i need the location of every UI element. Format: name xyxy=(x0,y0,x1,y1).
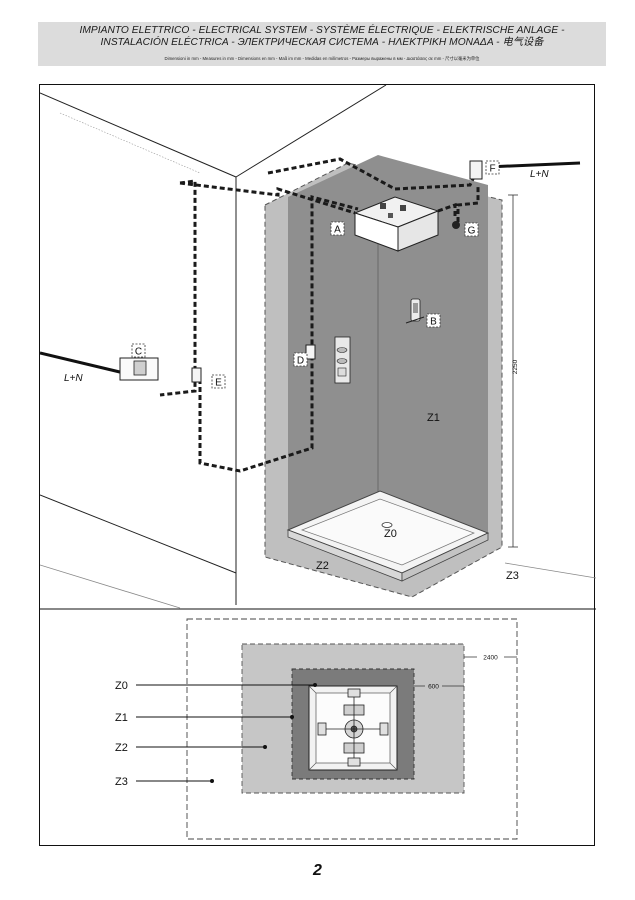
power-line-left xyxy=(39,351,125,375)
callout-a: A xyxy=(330,221,345,236)
power-label-right: L+N xyxy=(530,169,549,180)
switch-d xyxy=(305,344,316,360)
power-line-right xyxy=(486,161,581,169)
power-label-left: L+N xyxy=(64,373,83,384)
zone1-label-3d: Z1 xyxy=(427,412,440,424)
title-header: IMPIANTO ELETTRICO - ELECTRICAL SYSTEM -… xyxy=(38,22,606,66)
electrical-diagram: 2250 L+N L+N xyxy=(39,84,597,840)
zone3-plan xyxy=(186,618,518,840)
label-g: G xyxy=(468,226,476,237)
valve-g xyxy=(452,221,460,229)
wire-g xyxy=(456,185,480,222)
plan-view: 2400 600 Z0 Z1 Z2 Z3 xyxy=(115,618,518,840)
label-c: C xyxy=(135,347,142,358)
wire-e xyxy=(198,195,359,473)
right-floor-edge xyxy=(504,562,597,579)
zone1-area xyxy=(288,155,488,575)
shower-fittings-plan xyxy=(317,688,389,767)
drain-icon xyxy=(381,522,393,528)
left-wall-outline xyxy=(39,92,237,574)
outlet-f xyxy=(469,160,483,180)
callout-f: F xyxy=(485,160,500,175)
label-b: B xyxy=(430,317,437,328)
label-a: A xyxy=(334,225,341,236)
shower-tray-inner xyxy=(300,498,475,566)
zone1-plan-label: Z1 xyxy=(115,712,128,724)
wall-dotted-line xyxy=(59,112,201,174)
zone3-plan-label: Z3 xyxy=(115,776,128,788)
zone3-label-3d: Z3 xyxy=(506,570,519,582)
dim-outer: 2400 xyxy=(483,655,498,662)
page-number: 2 xyxy=(313,862,322,879)
zone2-label-3d: Z2 xyxy=(316,560,329,572)
callout-e: E xyxy=(211,374,226,389)
label-d: D xyxy=(297,356,304,367)
callout-c: C xyxy=(131,343,146,358)
control-box-side xyxy=(397,210,439,252)
shower-tray-side xyxy=(401,532,489,582)
floor-edge xyxy=(39,564,181,609)
dim-inner: 600 xyxy=(428,684,439,691)
zone0-plan-label: Z0 xyxy=(115,680,128,692)
room-3d-view: 2250 L+N L+N xyxy=(39,84,597,609)
zone2-plan-label: Z2 xyxy=(115,742,128,754)
zone-leaders xyxy=(136,684,315,782)
title-line-1: IMPIANTO ELETTRICO - ELECTRICAL SYSTEM -… xyxy=(79,25,565,36)
measures-note: Dimensioni in mm - Measures in mm - Dime… xyxy=(164,56,480,61)
label-f: F xyxy=(489,164,495,175)
label-e: E xyxy=(215,378,222,389)
wire-main xyxy=(179,181,356,215)
diagram-frame: 2250 L+N L+N xyxy=(39,84,597,846)
wire-f xyxy=(437,202,457,217)
zone0-label-3d: Z0 xyxy=(384,528,397,540)
callout-d: D xyxy=(293,352,308,367)
wire-to-c xyxy=(159,179,197,397)
right-wall-outline xyxy=(235,84,387,605)
callout-g: G xyxy=(464,222,479,237)
switch-e xyxy=(191,367,202,383)
title-line-2: INSTALACIÓN ELÉCTRICA - ЭЛЕКТРИЧЕСКАЯ СИ… xyxy=(100,36,544,48)
callout-b: B xyxy=(426,313,441,328)
height-dimension: 2250 xyxy=(512,359,519,374)
wiring-lines xyxy=(159,157,480,473)
